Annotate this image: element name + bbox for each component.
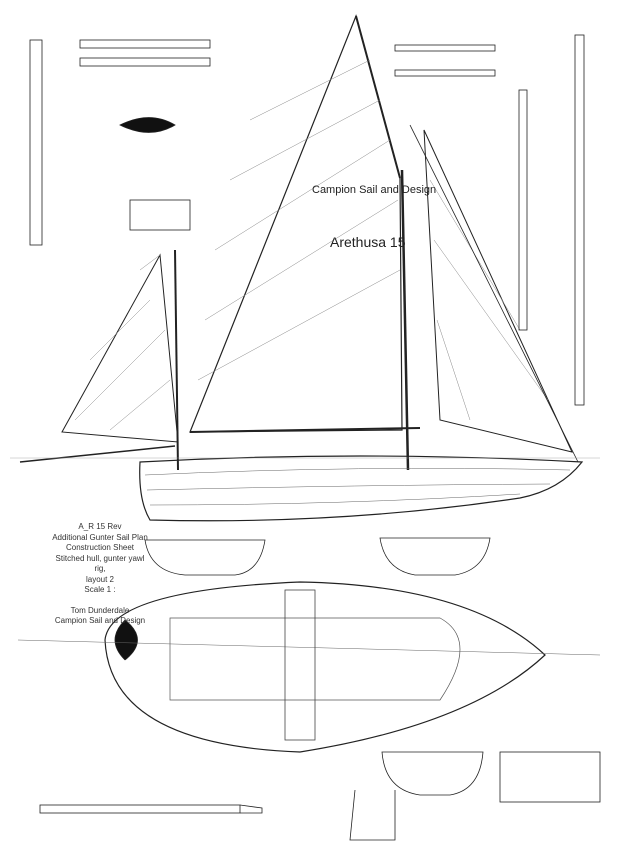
title-line: A_R 15 Rev (78, 522, 122, 531)
mizzen-sail (19, 249, 179, 471)
jib-sail (409, 124, 579, 463)
designer-label: Campion Sail and Design (312, 184, 437, 196)
hull-sections (144, 537, 601, 841)
hull-plan-view (17, 581, 601, 753)
boat-name: Arethusa 15 (330, 234, 406, 250)
title-line: Stitched hull, gunter yawl (55, 553, 145, 563)
main-sail (189, 14, 421, 433)
main-mast (400, 169, 410, 471)
title-line: Scale 1 : (84, 585, 116, 594)
company: Campion Sail and Design (54, 616, 146, 625)
title-line: layout 2 (85, 574, 115, 584)
title-block: A_R 15 Rev Additional Gunter Sail Plan C… (30, 522, 170, 627)
hull-profile (10, 455, 600, 522)
oar-detail (39, 804, 263, 814)
author: Tom Dunderdale (70, 605, 130, 615)
title-line: Construction Sheet (65, 543, 135, 552)
title-line: Additional Gunter Sail Plan (52, 532, 148, 542)
title-line: rig, (94, 564, 106, 573)
spar-details (29, 34, 585, 406)
